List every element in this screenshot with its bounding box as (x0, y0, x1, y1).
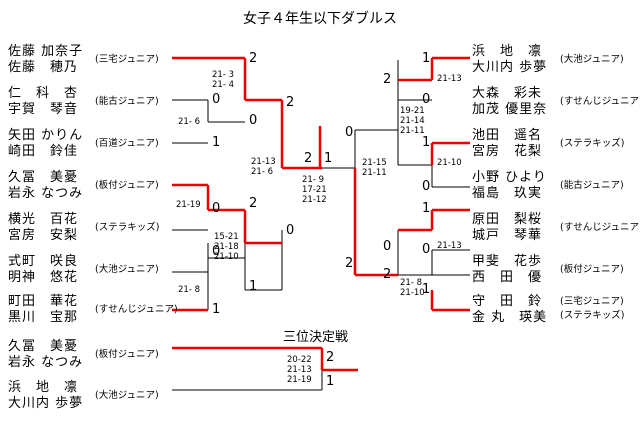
num-rb: 2 (383, 72, 392, 87)
num-j: 1 (212, 302, 221, 317)
right-pair-6-p2: 西 田 優 (472, 270, 543, 285)
right-pair-5-club: (すせんじジュニア) (560, 222, 640, 233)
num-re: 0 (345, 125, 354, 140)
third-pair-1-club: (板付ジュニア) (95, 349, 159, 360)
left-pair-1-club: (三宅ジュニア) (95, 54, 159, 65)
right-pair-7-p2: 金 丸 瑛美 (472, 310, 548, 325)
left-pair-6-club: (大池ジュニア) (95, 264, 159, 275)
num-f: 2 (304, 151, 313, 166)
num-rl: 2 (345, 256, 354, 271)
score-r4: 21-15 21-11 (362, 158, 387, 178)
score-l1: 21- 3 21- 4 (212, 70, 234, 90)
num-rh: 0 (383, 239, 392, 254)
third-pair-2-club: (大池ジュニア) (95, 390, 159, 401)
third-pair-1-p1: 久冨 美憂 (8, 339, 79, 354)
score-l2: 21- 6 (178, 117, 200, 127)
right-pair-4-club: (能古ジュニア) (560, 180, 624, 191)
third-pair-2-p1: 浜 地 凛 (8, 380, 79, 395)
right-pair-1-club: (大池ジュニア) (560, 54, 624, 65)
num-d: 1 (212, 135, 221, 150)
right-pair-1-p2: 大川内 歩夢 (472, 60, 548, 75)
left-pair-7-p2: 黒川 宝那 (8, 310, 79, 325)
right-pair-7-club: (三宅ジュニア) (560, 296, 624, 307)
right-pair-6-p1: 甲斐 花歩 (472, 254, 543, 269)
third-place-num-2: 1 (326, 374, 335, 389)
third-pair-2-p2: 大川内 歩夢 (8, 396, 84, 411)
num-rk: 0 (422, 242, 431, 257)
score-l3: 21-13 21- 6 (251, 157, 276, 177)
score-r5: 21-13 (437, 241, 462, 251)
right-pair-3-p1: 池田 遥名 (472, 128, 543, 143)
left-pair-7-p1: 町田 華花 (8, 294, 79, 309)
score-r1: 21-13 (437, 74, 462, 84)
right-pair-2-p1: 大森 彩未 (472, 86, 543, 101)
right-pair-2-club: (すせんじジュニア) (560, 96, 640, 107)
right-pair-4-p2: 福島 玖実 (472, 186, 543, 201)
left-pair-5-p1: 横光 百花 (8, 212, 79, 227)
score-r6: 21- 8 21-10 (400, 278, 425, 298)
left-pair-4-p1: 久冨 美憂 (8, 170, 79, 185)
num-a: 2 (249, 51, 258, 66)
third-place-label: 三位決定戦 (283, 330, 349, 345)
right-pair-2-p2: 加茂 優里奈 (472, 102, 548, 117)
num-rf: 0 (422, 179, 431, 194)
left-pair-5-club: (ステラキッズ) (95, 222, 160, 233)
num-e: 2 (286, 95, 295, 110)
score-l4: 21-19 (176, 200, 201, 210)
left-pair-7-club: (すせんじジュニア) (95, 304, 178, 315)
left-pair-3-p1: 矢田 かりん (8, 128, 84, 143)
left-pair-1-p2: 佐藤 穂乃 (8, 60, 79, 75)
num-b: 0 (212, 92, 221, 107)
right-pair-4-p1: 小野 ひより (472, 170, 547, 185)
num-ra: 1 (422, 51, 431, 66)
right-pair-1-p1: 浜 地 凛 (472, 44, 543, 59)
left-pair-4-club: (板付ジュニア) (95, 180, 159, 191)
left-pair-2-club: (能古ジュニア) (95, 96, 159, 107)
num-rd: 1 (422, 135, 431, 150)
right-pair-7-club2: (ステラキッズ) (560, 310, 625, 321)
right-pair-6-club: (板付ジュニア) (560, 264, 624, 275)
score-l5: 15-21 21-18 21-10 (214, 232, 239, 262)
num-ri: 1 (422, 282, 431, 297)
left-pair-4-p2: 岩永 なつみ (8, 186, 84, 201)
num-m: 1 (249, 279, 258, 294)
third-pair-1-p2: 岩永 なつみ (8, 355, 84, 370)
left-pair-1-p1: 佐藤 加奈子 (8, 44, 84, 59)
left-pair-5-p2: 宮房 安梨 (8, 228, 79, 243)
right-pair-5-p1: 原田 梨桜 (472, 212, 543, 227)
page-title: 女子４年生以下ダブルス (243, 11, 397, 27)
score-l6: 21- 8 (178, 285, 200, 295)
third-place-num-1: 2 (326, 350, 335, 365)
num-rc: 0 (422, 92, 431, 107)
left-pair-3-club: (百道ジュニア) (95, 138, 159, 149)
num-g: 0 (212, 201, 221, 216)
left-pair-6-p2: 明神 悠花 (8, 270, 79, 285)
num-l: 0 (212, 244, 221, 259)
left-pair-2-p2: 宇賀 琴音 (8, 102, 79, 117)
num-k: 2 (249, 196, 258, 211)
left-pair-2-p1: 仁 科 杏 (8, 86, 79, 101)
right-pair-5-p2: 城戸 琴華 (472, 228, 543, 243)
num-i: 1 (324, 151, 333, 166)
num-rg: 1 (422, 201, 431, 216)
num-h: 0 (286, 223, 295, 238)
score-final: 21- 9 17-21 21-12 (302, 175, 327, 205)
score-r2: 19-21 21-14 21-11 (400, 106, 425, 136)
right-pair-3-p2: 宮房 花梨 (472, 144, 543, 159)
right-pair-3-club: (ステラキッズ) (560, 138, 625, 149)
num-c: 0 (249, 113, 258, 128)
third-place-score: 20-22 21-13 21-19 (287, 355, 312, 385)
left-pair-6-p1: 式町 咲良 (8, 254, 79, 269)
left-pair-3-p2: 崎田 鈴佳 (8, 144, 79, 159)
num-rj: 2 (383, 267, 392, 282)
right-pair-7-p1: 守 田 鈴 (472, 294, 543, 309)
score-r3: 21-10 (437, 158, 462, 168)
